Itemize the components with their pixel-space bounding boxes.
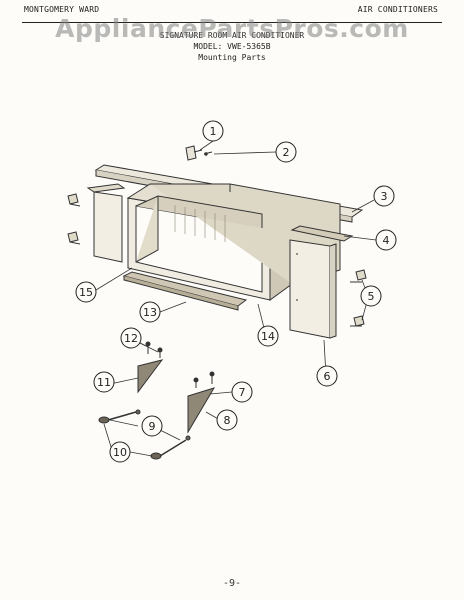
watermark: AppliancePartsPros.com: [55, 14, 409, 43]
category-header: AIR CONDITIONERS: [357, 5, 438, 14]
bottom-sill-part: [122, 271, 248, 311]
diagram-title: SIGNATURE ROOM AIR CONDITIONER: [159, 31, 305, 40]
callout-label-4: 4: [383, 234, 390, 247]
callout-label-10: 10: [113, 446, 127, 459]
callout-14: [257, 325, 279, 347]
model-number: MODEL: VWE-5365B: [193, 42, 271, 51]
side-strip-part: [290, 225, 354, 242]
callout-3: [373, 185, 395, 207]
callout-10: [109, 441, 131, 463]
callout-6: [316, 365, 338, 387]
callout-label-8: 8: [224, 414, 231, 427]
right-panel-part: [289, 239, 337, 339]
callout-4: [375, 229, 397, 251]
page-number: -9-: [222, 578, 242, 589]
right-support-bracket: [187, 387, 216, 434]
callout-1: [202, 120, 224, 142]
callout-label-3: 3: [381, 190, 388, 203]
callout-circles: [75, 120, 397, 463]
callout-5: [360, 285, 382, 307]
callout-label-1: 1: [210, 125, 217, 138]
cabinet-sleeve: [126, 183, 341, 301]
section-title: Mounting Parts: [198, 53, 266, 62]
left-panel-part: [86, 183, 126, 263]
callout-label-9: 9: [149, 420, 156, 433]
bolts-part: [98, 409, 191, 460]
callout-label-7: 7: [239, 386, 246, 399]
callout-label-5: 5: [368, 290, 375, 303]
left-support-bracket: [137, 359, 164, 394]
callout-15: [75, 281, 97, 303]
callout-2: [275, 141, 297, 163]
callout-13: [139, 301, 161, 323]
callout-label-15: 15: [79, 286, 93, 299]
left-clips: [67, 193, 81, 245]
callout-label-2: 2: [283, 146, 290, 159]
header-rule: [22, 22, 442, 23]
callout-8: [216, 409, 238, 431]
callout-9: [141, 415, 163, 437]
right-clips-part: [350, 269, 367, 327]
callout-label-13: 13: [143, 306, 157, 319]
callout-label-14: 14: [261, 330, 275, 343]
brand-header: MONTGOMERY WARD: [24, 5, 100, 14]
bracket-part: [185, 145, 213, 161]
callout-7: [231, 381, 253, 403]
callout-11: [93, 371, 115, 393]
callout-12: [120, 327, 142, 349]
callout-label-11: 11: [97, 376, 111, 389]
bracket-screw: [193, 371, 215, 388]
callout-label-12: 12: [124, 332, 138, 345]
callout-label-6: 6: [324, 370, 331, 383]
